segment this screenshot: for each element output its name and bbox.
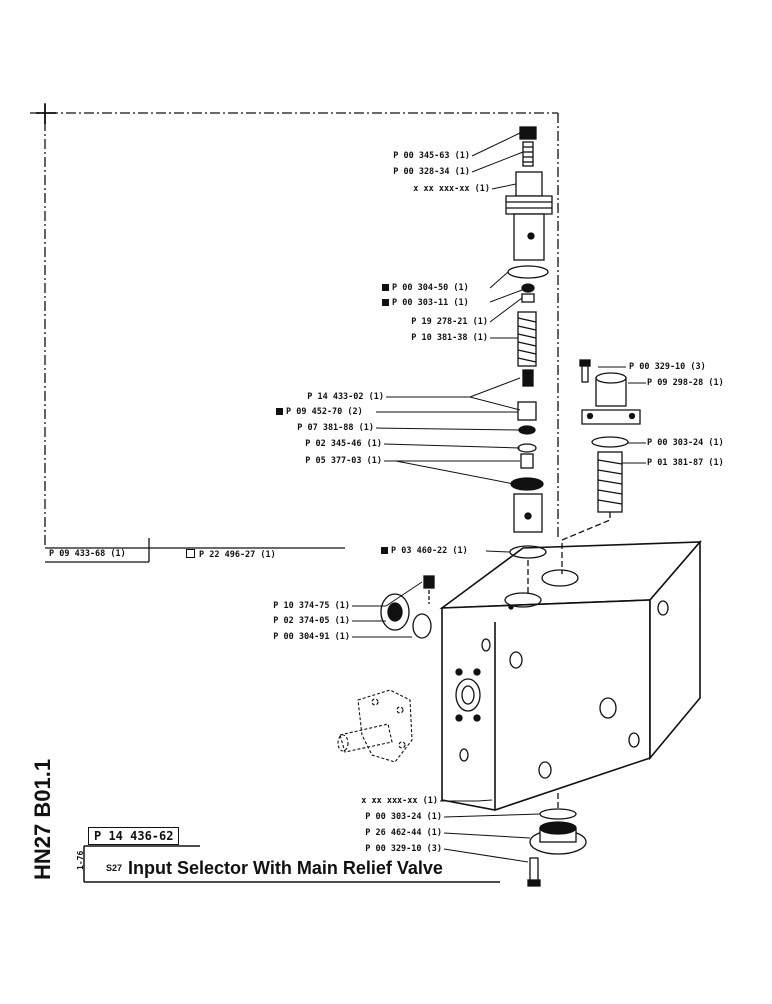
callout-label: P 10 381-38 (1): [411, 333, 488, 343]
option-marker-icon: [186, 549, 195, 558]
reference-box-right-label: P 22 496-27 (1): [199, 550, 276, 560]
callout-label: P 00 304-91 (1): [273, 632, 350, 642]
callout-label: P 10 374-75 (1): [273, 601, 350, 611]
callout-label: x xx xxx-xx (1): [361, 796, 438, 806]
callout-label: P 00 303-11 (1): [392, 298, 469, 308]
cap-assembly: [561, 359, 641, 574]
callout-label: P 00 303-24 (1): [647, 438, 724, 448]
callout-label: P 14 433-02 (1): [307, 392, 384, 402]
callout-row: P 03 460-22 (1): [381, 546, 468, 556]
callout-label: P 00 329-10 (3): [629, 362, 706, 372]
part-number: P 14 436-62: [88, 827, 180, 845]
callout-label: P 00 345-63 (1): [393, 151, 470, 161]
callout-label: P 00 304-50 (1): [392, 283, 469, 293]
callout-label: P 02 374-05 (1): [273, 616, 350, 626]
kit-marker-icon: [381, 547, 388, 554]
reference-frame: [45, 538, 345, 563]
section-number: S27: [106, 863, 123, 873]
callout-label: P 05 377-03 (1): [305, 456, 382, 466]
callout-row: P 00 303-11 (1): [382, 298, 469, 308]
corner-crosshair: [36, 104, 56, 124]
relief-valve-stack: [505, 126, 553, 596]
callout-label: P 19 278-21 (1): [411, 317, 488, 327]
callout-label: P 01 381-87 (1): [647, 458, 724, 468]
flange-sketch: [337, 689, 413, 763]
reference-box-right: P 22 496-27 (1): [186, 549, 276, 560]
side-plug-assembly: [380, 575, 435, 639]
leader-lines: [352, 132, 646, 863]
kit-marker-icon: [382, 284, 389, 291]
assembly-boundary: [30, 103, 559, 548]
callout-label: P 02 345-46 (1): [305, 439, 382, 449]
callout-row: P 09 452-70 (2): [276, 407, 363, 417]
kit-marker-icon: [382, 299, 389, 306]
callout-label: P 03 460-22 (1): [391, 546, 468, 556]
callout-label: P 00 328-34 (1): [393, 167, 470, 177]
callout-row: P 00 304-50 (1): [382, 283, 469, 293]
callout-label: P 07 381-88 (1): [297, 423, 374, 433]
callout-label: P 00 303-24 (1): [365, 812, 442, 822]
page-title: S27 Input Selector With Main Relief Valve: [106, 858, 443, 879]
callout-label: P 00 329-10 (3): [365, 844, 442, 854]
reference-box-left: P 09 433-68 (1): [49, 549, 126, 559]
title-text: Input Selector With Main Relief Valve: [128, 858, 443, 878]
bottom-cap: [527, 790, 587, 887]
kit-marker-icon: [276, 408, 283, 415]
callout-label: x xx xxx-xx (1): [413, 184, 490, 194]
callout-label: P 26 462-44 (1): [365, 828, 442, 838]
block-ports: [455, 569, 669, 779]
valve-block: [439, 539, 702, 811]
callout-label: P 09 452-70 (2): [286, 407, 363, 417]
callout-label: P 09 298-28 (1): [647, 378, 724, 388]
